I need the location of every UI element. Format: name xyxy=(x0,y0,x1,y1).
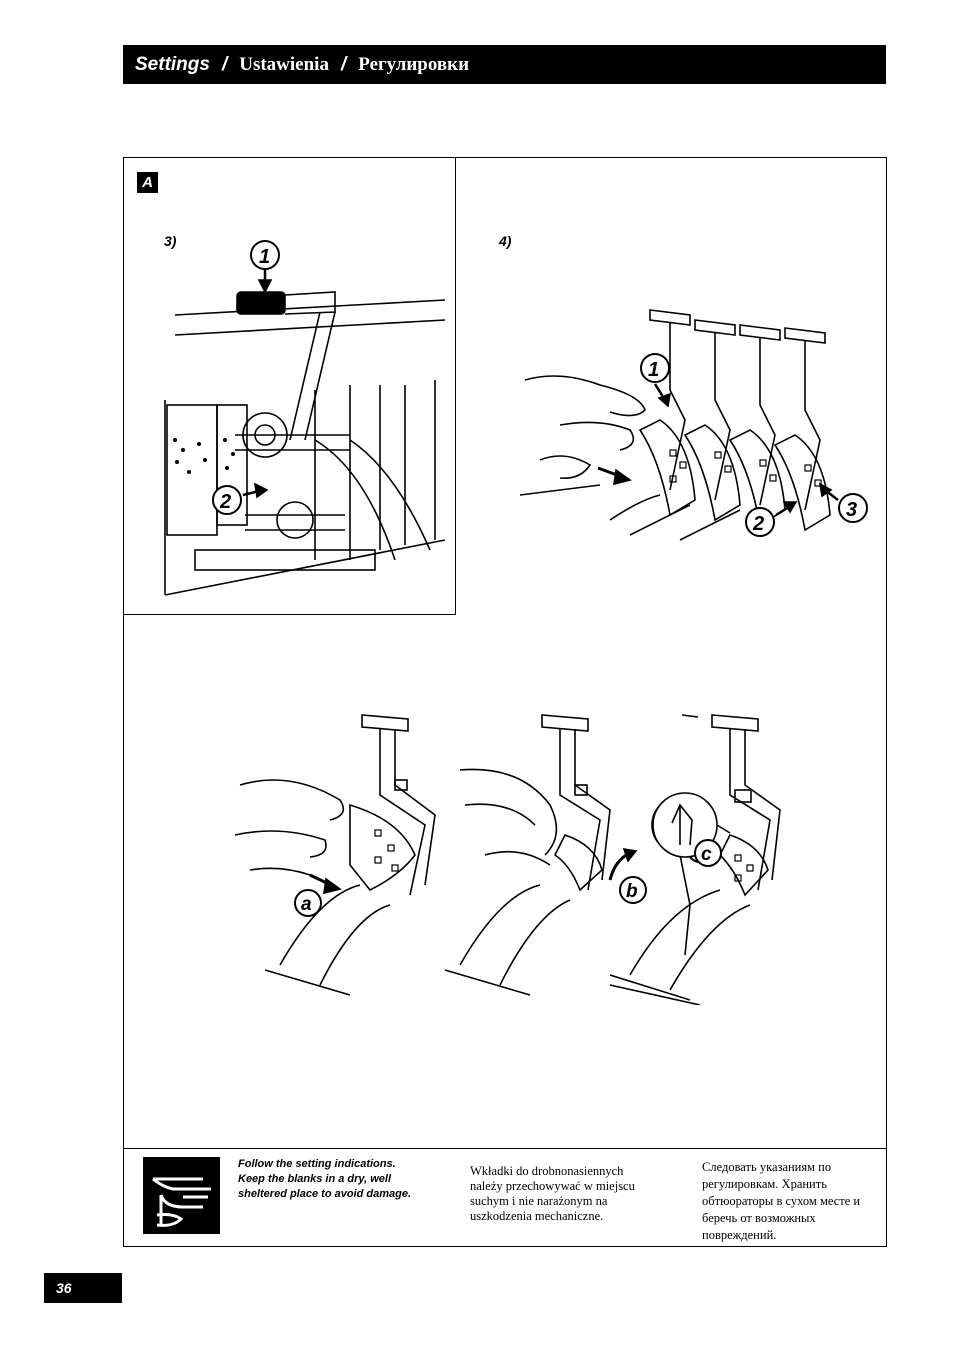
step-4-callout-3: 3 xyxy=(846,499,857,521)
sequence-illustration-c: c xyxy=(609,714,781,1005)
step-3-callout-2: 2 xyxy=(219,491,231,513)
step-3-label: 3) xyxy=(164,233,177,249)
note-english-line: Follow the setting indications. xyxy=(238,1158,396,1170)
step-4-callout-2: 2 xyxy=(752,513,764,535)
page-number: 36 xyxy=(44,1273,122,1303)
frame-divider xyxy=(123,614,456,615)
title-polish: Ustawienia xyxy=(239,53,329,75)
step-3-illustration: 1 2 xyxy=(164,240,446,596)
section-badge: A xyxy=(137,172,158,193)
note-english: Follow the setting indications. Keep the… xyxy=(238,1157,438,1202)
step-3-callout-1: 1 xyxy=(259,246,270,268)
illustration-frame xyxy=(123,157,887,1247)
sequence-callout-c: c xyxy=(701,844,712,865)
title-english: Settings xyxy=(135,53,210,75)
step-4-callout-1: 1 xyxy=(648,359,659,381)
title-separator: / xyxy=(340,53,347,75)
title-separator: / xyxy=(221,53,228,75)
sequence-callout-a: a xyxy=(301,894,312,915)
note-english-line: Keep the blanks in a dry, well sheltered… xyxy=(238,1173,412,1200)
step-4-illustration: 1 2 3 xyxy=(520,309,868,541)
page-header: Settings / Ustawienia / Регулировки xyxy=(123,45,886,84)
frame-divider xyxy=(123,1148,887,1149)
step-4-label: 4) xyxy=(499,233,512,249)
note-polish: Wkładki do drobnonasiennych należy przec… xyxy=(470,1164,635,1223)
settings-sheet-icon xyxy=(143,1157,220,1234)
title-russian: Регулировки xyxy=(358,53,470,75)
frame-divider xyxy=(455,157,456,615)
note-russian: Следовать указаниям по регулировкам. Хра… xyxy=(702,1160,861,1242)
sequence-callout-b: b xyxy=(626,881,638,902)
